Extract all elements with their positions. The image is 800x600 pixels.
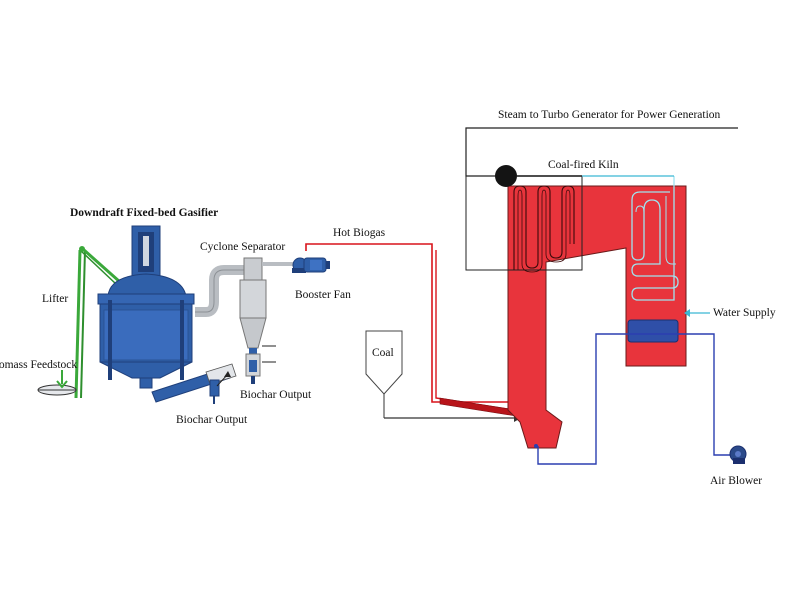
water-coil: [631, 176, 679, 301]
coal-label: Coal: [372, 347, 394, 359]
steam-line: [465, 127, 738, 177]
steam-drum: [495, 165, 517, 187]
biochar-screw-conveyor: [151, 363, 237, 404]
cyclone-label: Cyclone Separator: [200, 241, 285, 253]
hot-biogas-label: Hot Biogas: [333, 227, 386, 239]
air-blower: [729, 445, 747, 464]
coal-fired-kiln: [465, 127, 738, 449]
gasifier-title: Downdraft Fixed-bed Gasifier: [70, 207, 218, 219]
biochar-output-label-cyclone: Biochar Output: [240, 389, 312, 401]
air-supply-line: [537, 333, 730, 465]
gas-duct: [195, 265, 246, 317]
kiln-label: Coal-fired Kiln: [548, 159, 619, 171]
booster-fan-label: Booster Fan: [295, 289, 351, 301]
gasifier-vessel: [97, 225, 195, 389]
cyclone-unit: [195, 257, 294, 384]
water-supply-label: Water Supply: [713, 307, 776, 319]
lifter-label: Lifter: [42, 293, 68, 305]
lifter: [74, 246, 121, 399]
biochar-output-label-conveyor: Biochar Output: [176, 414, 248, 426]
water-drum: [627, 319, 679, 343]
air-blower-label: Air Blower: [710, 475, 762, 487]
feedstock-hopper: [37, 370, 77, 396]
gasifier-unit: [37, 225, 237, 404]
superheater-coil: [513, 185, 575, 270]
feedstock-label: Biomass Feedstock: [0, 359, 77, 371]
biogas-inlet-nozzle: [439, 397, 517, 417]
booster-fan: [292, 257, 330, 273]
kiln-body: [507, 185, 687, 449]
hot-biogas-line: [305, 243, 518, 403]
steam-label: Steam to Turbo Generator for Power Gener…: [498, 109, 721, 121]
